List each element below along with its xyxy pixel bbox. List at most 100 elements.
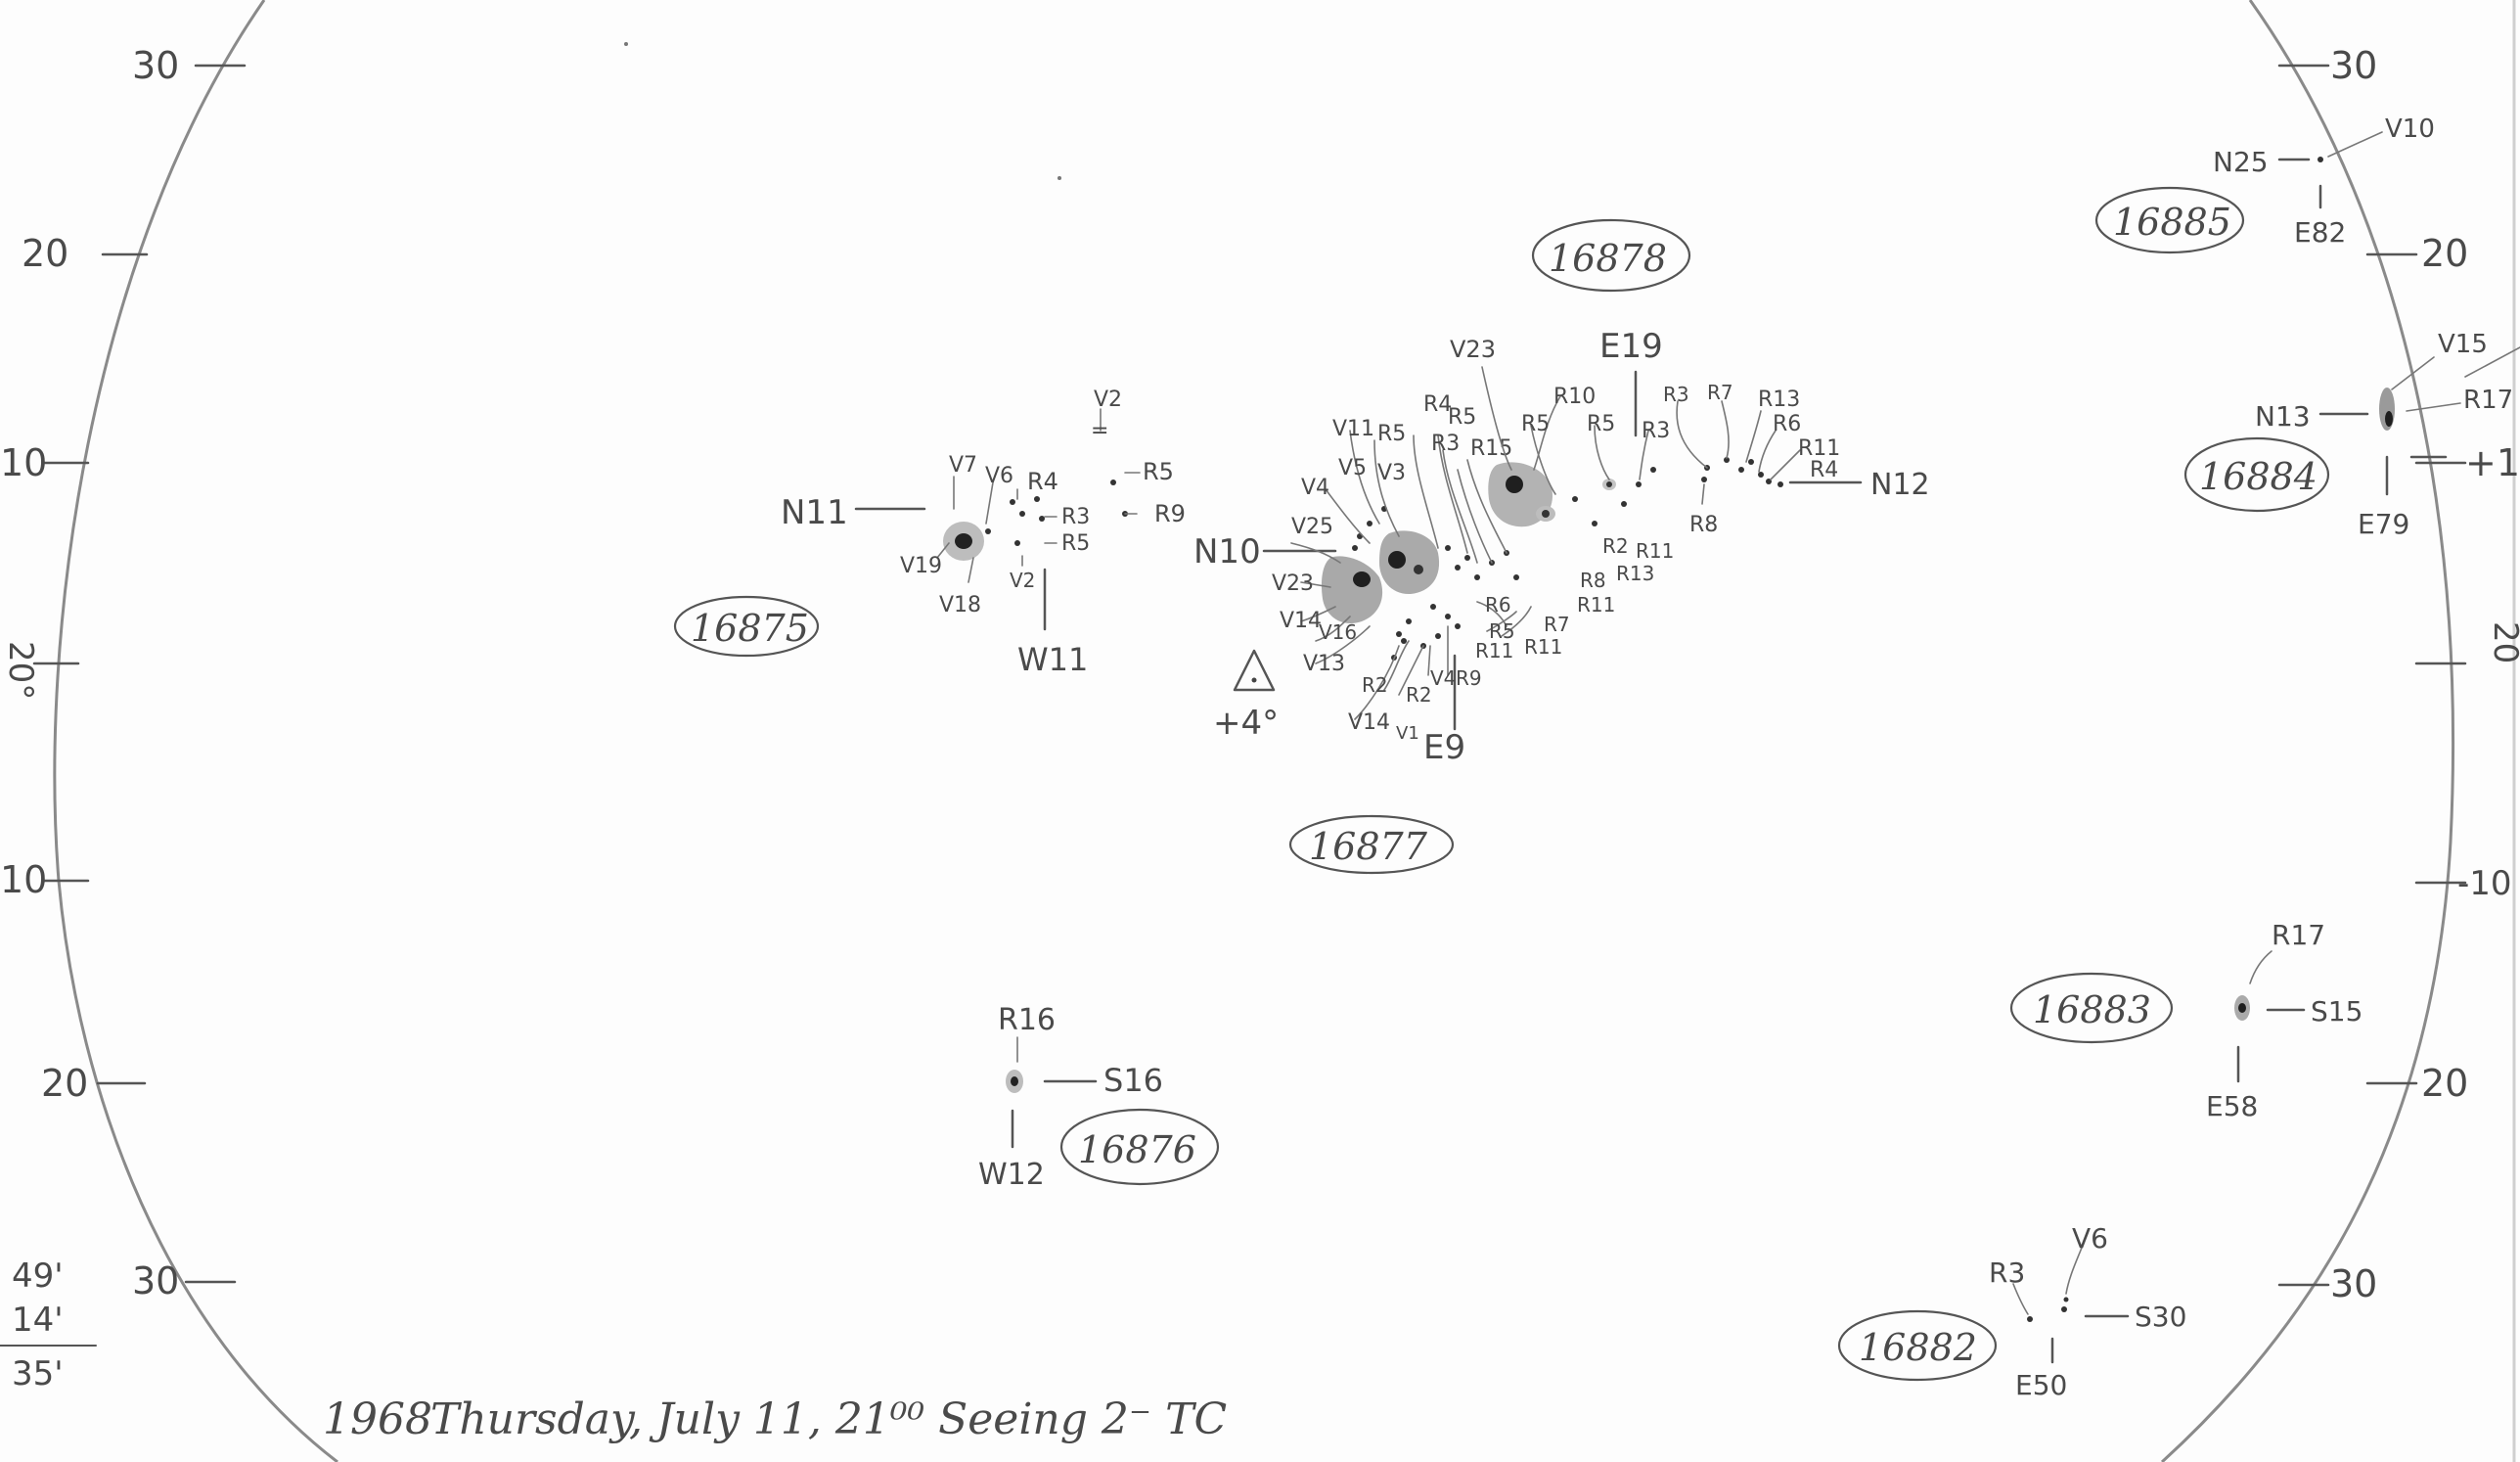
left-scale-20-bottom: 20 xyxy=(41,1062,88,1105)
region-16884-right-label: R17 xyxy=(2463,386,2513,415)
region-16877-label: R11 xyxy=(1475,639,1513,662)
region-16883-lat: S15 xyxy=(2311,995,2362,1028)
region-16877-label: R13 xyxy=(1616,562,1654,585)
region-16875-label: V6 xyxy=(985,464,1013,488)
region-16875: N11 W11 16875 V7 V6 R4 V2 = R5 R3 R9 R5 … xyxy=(673,388,1186,678)
region-16884-lat: N13 xyxy=(2255,400,2311,433)
triangle-marker xyxy=(1233,649,1276,692)
footer-caption: 1968 Thursday, July 11, 21⁰⁰ Seeing 2⁻ T… xyxy=(323,1394,1227,1444)
region-16877-label: R7 xyxy=(1544,613,1570,636)
region-16882-lat: S30 xyxy=(2135,1301,2186,1333)
region-16882: R3 V6 S30 E50 16882 xyxy=(1837,1222,2186,1401)
region-16885: N25 V10 E82 16885 xyxy=(2094,114,2435,254)
right-scale: 30 20 +1 -10 20 30 20 xyxy=(2277,44,2520,1305)
region-16877-label: V4 xyxy=(1430,666,1456,690)
footer-text: Thursday, July 11, 21⁰⁰ Seeing 2⁻ TC xyxy=(430,1394,1227,1444)
sunspot-umbra xyxy=(955,533,972,549)
region-16877-label: R11 xyxy=(1636,539,1674,563)
triangle-note: +4° xyxy=(1213,704,1279,743)
region-16884-top-label: V15 xyxy=(2438,330,2488,359)
region-16878-label: R13 xyxy=(1758,388,1800,412)
left-scale-30-bottom: 30 xyxy=(132,1259,179,1302)
region-16875-number: 16875 xyxy=(691,607,809,650)
sunspot-umbra xyxy=(1506,476,1523,493)
region-16877-label: V25 xyxy=(1291,515,1333,539)
sunspot-umbra xyxy=(1011,1076,1018,1086)
region-16875-label: R5 xyxy=(1143,458,1174,485)
sunspot-penumbra xyxy=(1321,556,1383,624)
left-scale-30-top: 30 xyxy=(132,44,179,87)
region-16875-label: R9 xyxy=(1154,500,1186,527)
left-scale-10-bottom: 10 xyxy=(0,858,47,901)
region-16877-label: V5 xyxy=(1338,456,1367,480)
region-16882-lon: E50 xyxy=(2015,1369,2067,1401)
region-16878-number: 16878 xyxy=(1549,237,1667,280)
left-scale-10-top: 10 xyxy=(0,441,47,484)
right-scale-30-top: 30 xyxy=(2330,44,2377,87)
region-16875-lon: W11 xyxy=(1017,641,1088,678)
region-16878-label: R5 xyxy=(1521,412,1550,436)
region-16882-right-label: V6 xyxy=(2072,1222,2108,1255)
right-scale-equator-label: 20 xyxy=(2486,621,2520,663)
region-16878-lat: E19 xyxy=(1599,327,1663,366)
region-16882-number: 16882 xyxy=(1859,1326,1977,1369)
region-16877-label: R9 xyxy=(1456,666,1482,690)
region-16878-label: V23 xyxy=(1450,336,1496,363)
region-16885-top-label: V10 xyxy=(2385,114,2435,144)
region-16878: E19 N12 16878 V23 R10 R5 R5 R3 R3 R7 R13… xyxy=(1450,218,1930,537)
region-16875-label: R4 xyxy=(1027,468,1058,495)
region-16876-oval xyxy=(1059,1108,1220,1186)
region-16882-left-label: R3 xyxy=(1989,1256,2025,1289)
region-16877-label: V3 xyxy=(1377,461,1406,485)
region-16877-label: R8 xyxy=(1580,569,1606,592)
region-16876-top-label: R16 xyxy=(998,1003,1056,1037)
region-16875-label: V7 xyxy=(949,453,977,478)
region-16883-lon: E58 xyxy=(2206,1090,2258,1122)
region-16877-label: R5 xyxy=(1489,619,1515,643)
margin-note-middle: 14' xyxy=(12,1301,64,1340)
region-16878-label: R5 xyxy=(1587,412,1615,436)
region-16878-label: R4 xyxy=(1810,458,1838,482)
region-16885-lon: E82 xyxy=(2294,216,2346,249)
region-16877-lat: N10 xyxy=(1193,532,1261,571)
region-16884-oval xyxy=(2183,436,2330,513)
right-scale-20-bottom: 20 xyxy=(2421,1062,2468,1105)
region-16875-label: V2 xyxy=(1010,569,1035,592)
footer-year: 1968 xyxy=(323,1394,432,1444)
region-16878-label: R6 xyxy=(1773,412,1801,436)
region-16878-label: R7 xyxy=(1707,381,1733,404)
left-scale-20-top: 20 xyxy=(22,232,68,275)
region-16877-lon: E9 xyxy=(1423,728,1465,767)
region-16875-label: V2 xyxy=(1094,388,1122,412)
region-16877-label: V1 xyxy=(1396,723,1419,744)
region-16885-oval xyxy=(2094,186,2245,254)
right-scale-30-bottom: 30 xyxy=(2330,1262,2377,1305)
region-16878-lon: N12 xyxy=(1870,468,1930,502)
region-16878-label: R3 xyxy=(1642,419,1670,443)
margin-note-bottom: 35' xyxy=(12,1354,64,1393)
region-16877-label: V23 xyxy=(1272,571,1314,596)
sunspot-umbra xyxy=(2238,1003,2246,1013)
region-16878-oval xyxy=(1531,218,1691,293)
region-16875-label: = xyxy=(1091,419,1108,443)
region-16877-label: R2 xyxy=(1602,534,1629,558)
region-16883-top-label: R17 xyxy=(2272,919,2325,951)
right-scale-10-top: +1 xyxy=(2465,441,2520,484)
region-16884-number: 16884 xyxy=(2199,455,2318,498)
region-16877-label: R6 xyxy=(1485,593,1511,617)
region-16875-label: V18 xyxy=(939,593,981,617)
region-16875-label: R3 xyxy=(1061,505,1090,529)
region-16877-label: R11 xyxy=(1524,635,1562,659)
right-scale-20-top: 20 xyxy=(2421,232,2468,275)
region-16877-label: R3 xyxy=(1431,432,1460,456)
region-16878-label: R10 xyxy=(1553,385,1596,409)
sunspot-penumbra xyxy=(1379,530,1440,595)
margin-note: 49' 14' 35' xyxy=(0,1256,97,1393)
region-16876-lon: W12 xyxy=(978,1158,1045,1192)
sunspot-umbra xyxy=(2385,411,2393,427)
region-16877-label: V14 xyxy=(1280,609,1322,633)
region-16877-oval xyxy=(1288,814,1455,875)
region-16875-label: V19 xyxy=(900,554,942,578)
region-16876-lat: S16 xyxy=(1103,1062,1163,1099)
